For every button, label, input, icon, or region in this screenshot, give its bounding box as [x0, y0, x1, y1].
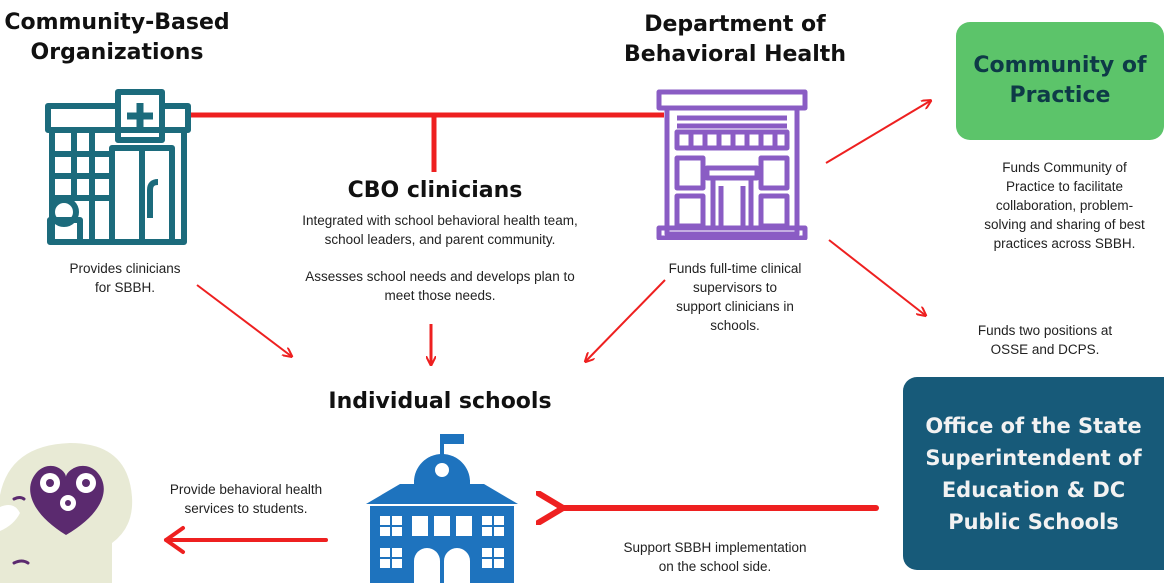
- positions-description: Funds two positions at OSSE and DCPS.: [950, 321, 1140, 359]
- students-description: Provide behavioral health services to st…: [148, 480, 344, 518]
- cbo-clinicians-description: Integrated with school behavioral health…: [260, 211, 620, 305]
- cbo-to-schools-arrow: [196, 284, 291, 356]
- dbh-desc-line4: schools.: [710, 318, 760, 333]
- cop-desc-line1: Funds Community of: [1002, 160, 1127, 175]
- positions-desc-line2: OSSE and DCPS.: [990, 342, 1100, 357]
- cop-desc-line4: solving and sharing of best: [984, 217, 1145, 232]
- clinicians-desc2-line1: Assesses school needs and develops plan …: [305, 269, 575, 284]
- cop-desc-line3: collaboration, problem-: [995, 198, 1134, 213]
- dbh-title-line2: Behavioral Health: [624, 42, 846, 67]
- cbo-title-line2: Organizations: [30, 40, 204, 65]
- clinicians-desc1-line1: Integrated with school behavioral health…: [302, 213, 578, 228]
- osse-title-line3: Education & DC: [941, 477, 1126, 502]
- cop-description: Funds Community of Practice to facilitat…: [965, 158, 1164, 253]
- dbh-to-cop-arrow: [825, 101, 930, 164]
- school-building-icon: [366, 434, 518, 583]
- cbo-title: Community-Based Organizations: [0, 8, 234, 68]
- cop-title-line1: Community of: [973, 53, 1147, 78]
- dbh-title-line1: Department of: [644, 12, 826, 37]
- osse-desc-line2: on the school side.: [658, 559, 772, 574]
- cbo-clinicians-title: CBO clinicians: [347, 178, 523, 203]
- osse-title-line1: Office of the State: [925, 413, 1142, 438]
- dbh-description: Funds full-time clinical supervisors to …: [650, 259, 820, 335]
- government-building-icon: [656, 89, 808, 240]
- community-of-practice-box: Community of Practice: [956, 22, 1164, 140]
- clinicians-desc1-line2: school leaders, and parent community.: [324, 232, 556, 247]
- osse-title-line4: Public Schools: [948, 509, 1119, 534]
- dbh-desc-line3: support clinicians in: [676, 299, 794, 314]
- dbh-to-osse-arrow: [828, 239, 925, 315]
- osse-description: Support SBBH implementation on the schoo…: [590, 538, 840, 576]
- clinicians-desc2-line2: meet those needs.: [384, 288, 496, 303]
- cop-desc-line5: practices across SBBH.: [993, 236, 1136, 251]
- cbo-title-line1: Community-Based: [4, 10, 230, 35]
- individual-schools-title: Individual schools: [328, 389, 552, 414]
- dbh-desc-line2: supervisors to: [692, 280, 778, 295]
- osse-dcps-box: Office of the State Superintendent of Ed…: [903, 377, 1164, 570]
- dbh-desc-line1: Funds full-time clinical: [668, 261, 802, 276]
- schools-to-students-arrowhead: [164, 526, 185, 554]
- dbh-to-schools-arrow: [586, 279, 666, 361]
- students-desc-line1: Provide behavioral health: [169, 482, 323, 497]
- cbo-desc-line2: for SBBH.: [94, 280, 156, 295]
- mental-health-head-icon: [0, 443, 133, 583]
- dbh-title: Department of Behavioral Health: [610, 10, 860, 70]
- cbo-desc-line1: Provides clinicians: [69, 261, 181, 276]
- positions-desc-line1: Funds two positions at: [977, 323, 1113, 338]
- osse-desc-line1: Support SBBH implementation: [623, 540, 807, 555]
- cop-desc-line2: Practice to facilitate: [1005, 179, 1124, 194]
- clinic-icon: [45, 89, 191, 245]
- students-desc-line2: services to students.: [184, 501, 308, 516]
- osse-title-line2: Superintendent of: [925, 445, 1142, 470]
- cop-title-line2: Practice: [1009, 83, 1111, 108]
- cbo-description: Provides clinicians for SBBH.: [45, 259, 205, 297]
